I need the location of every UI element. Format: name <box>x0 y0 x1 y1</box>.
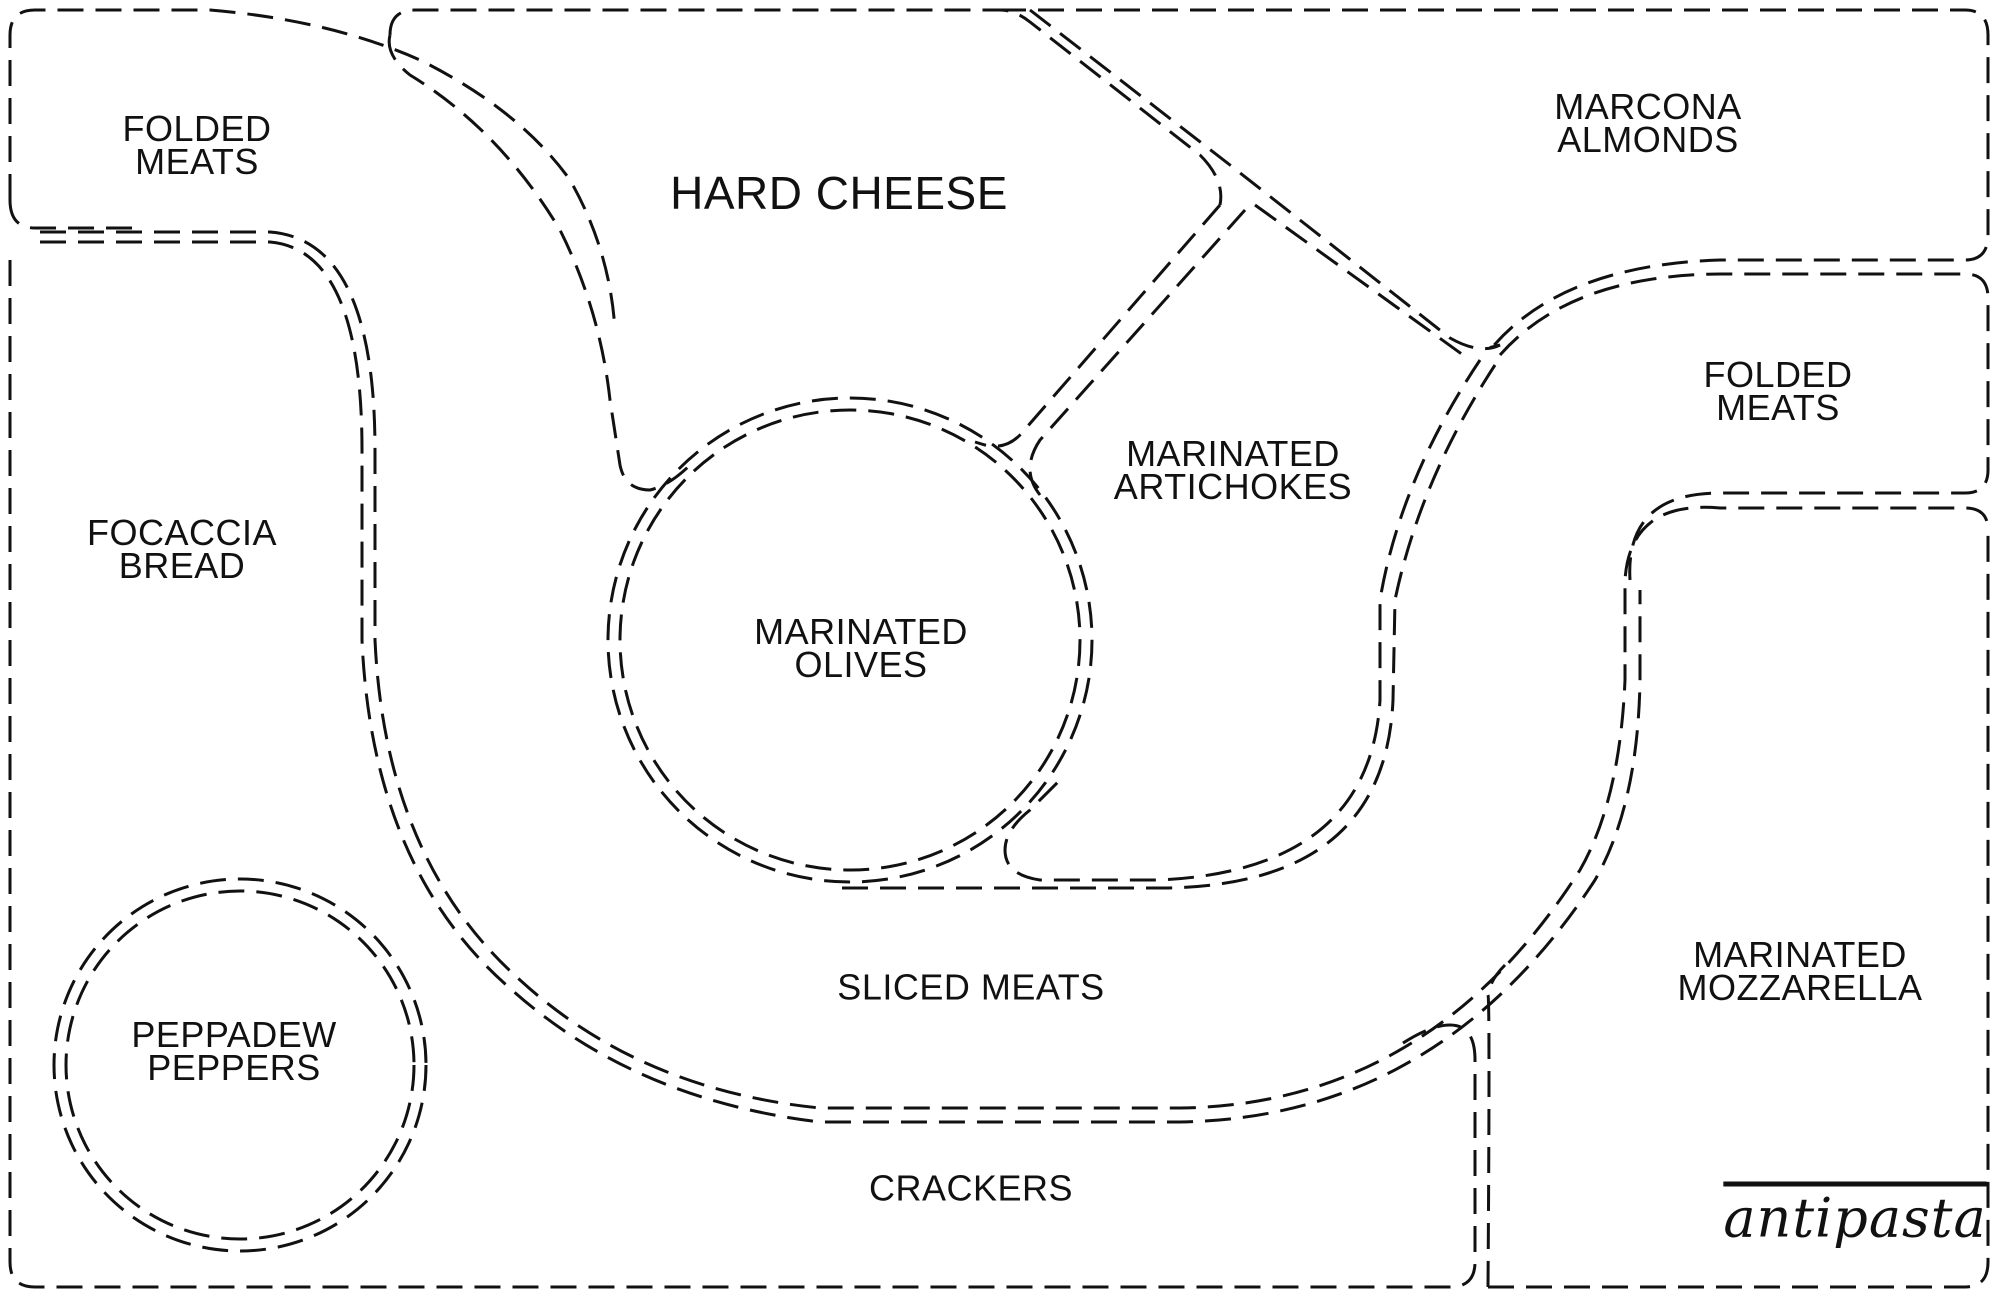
label-crackers: CRACKERS <box>868 1167 1074 1209</box>
label-focaccia-bread: FOCACCIA BREAD <box>86 511 278 586</box>
section-outline-hard-cheese <box>388 8 1223 206</box>
section-outline-artichoke-curve <box>1003 359 1482 882</box>
label-marinated-artichokes: MARINATED ARTICHOKES <box>1113 432 1353 507</box>
peppadew-ring-outer <box>52 877 428 1253</box>
section-outline-marinated-mozzarella <box>1486 530 1990 1289</box>
label-peppadew-peppers: PEPPADEW PEPPERS <box>131 1013 337 1088</box>
label-folded-meats-top-left: FOLDED MEATS <box>122 107 272 182</box>
section-outline-folded-meats-right <box>1498 272 1990 581</box>
olives-ring-outer <box>606 396 1094 884</box>
section-outline-marcona-almonds <box>1000 8 1990 351</box>
section-outline-folded-meats-top-left <box>8 8 617 331</box>
section-outline-folded-meats-bottom <box>8 199 140 230</box>
divider-almonds-diagonal <box>1029 8 1501 352</box>
section-outline-focaccia-bread <box>8 260 1477 1289</box>
section-outline-hard-cheese-left <box>387 34 692 492</box>
label-folded-meats-right: FOLDED MEATS <box>1703 353 1853 428</box>
peppadew-ring-inner <box>64 889 416 1241</box>
divider-artichoke-left-inner <box>1028 209 1247 496</box>
signature-title: antipasta <box>1723 1186 1987 1250</box>
label-sliced-meats: SLICED MEATS <box>837 966 1105 1008</box>
label-hard-cheese: HARD CHEESE <box>670 166 1008 219</box>
divider-almonds-inner <box>1254 203 1471 362</box>
olives-ring-inner <box>618 408 1082 872</box>
section-outline-artichoke-curve-inner <box>840 364 1497 890</box>
section-outline-sliced-meats <box>40 240 1642 1124</box>
divider-artichoke-left <box>974 204 1222 448</box>
label-marcona-almonds: MARCONA ALMONDS <box>1554 85 1742 160</box>
label-marinated-mozzarella: MARINATED MOZZARELLA <box>1677 933 1923 1008</box>
label-marinated-olives: MARINATED OLIVES <box>754 610 968 685</box>
section-outline-focaccia-inner <box>40 230 1990 1110</box>
